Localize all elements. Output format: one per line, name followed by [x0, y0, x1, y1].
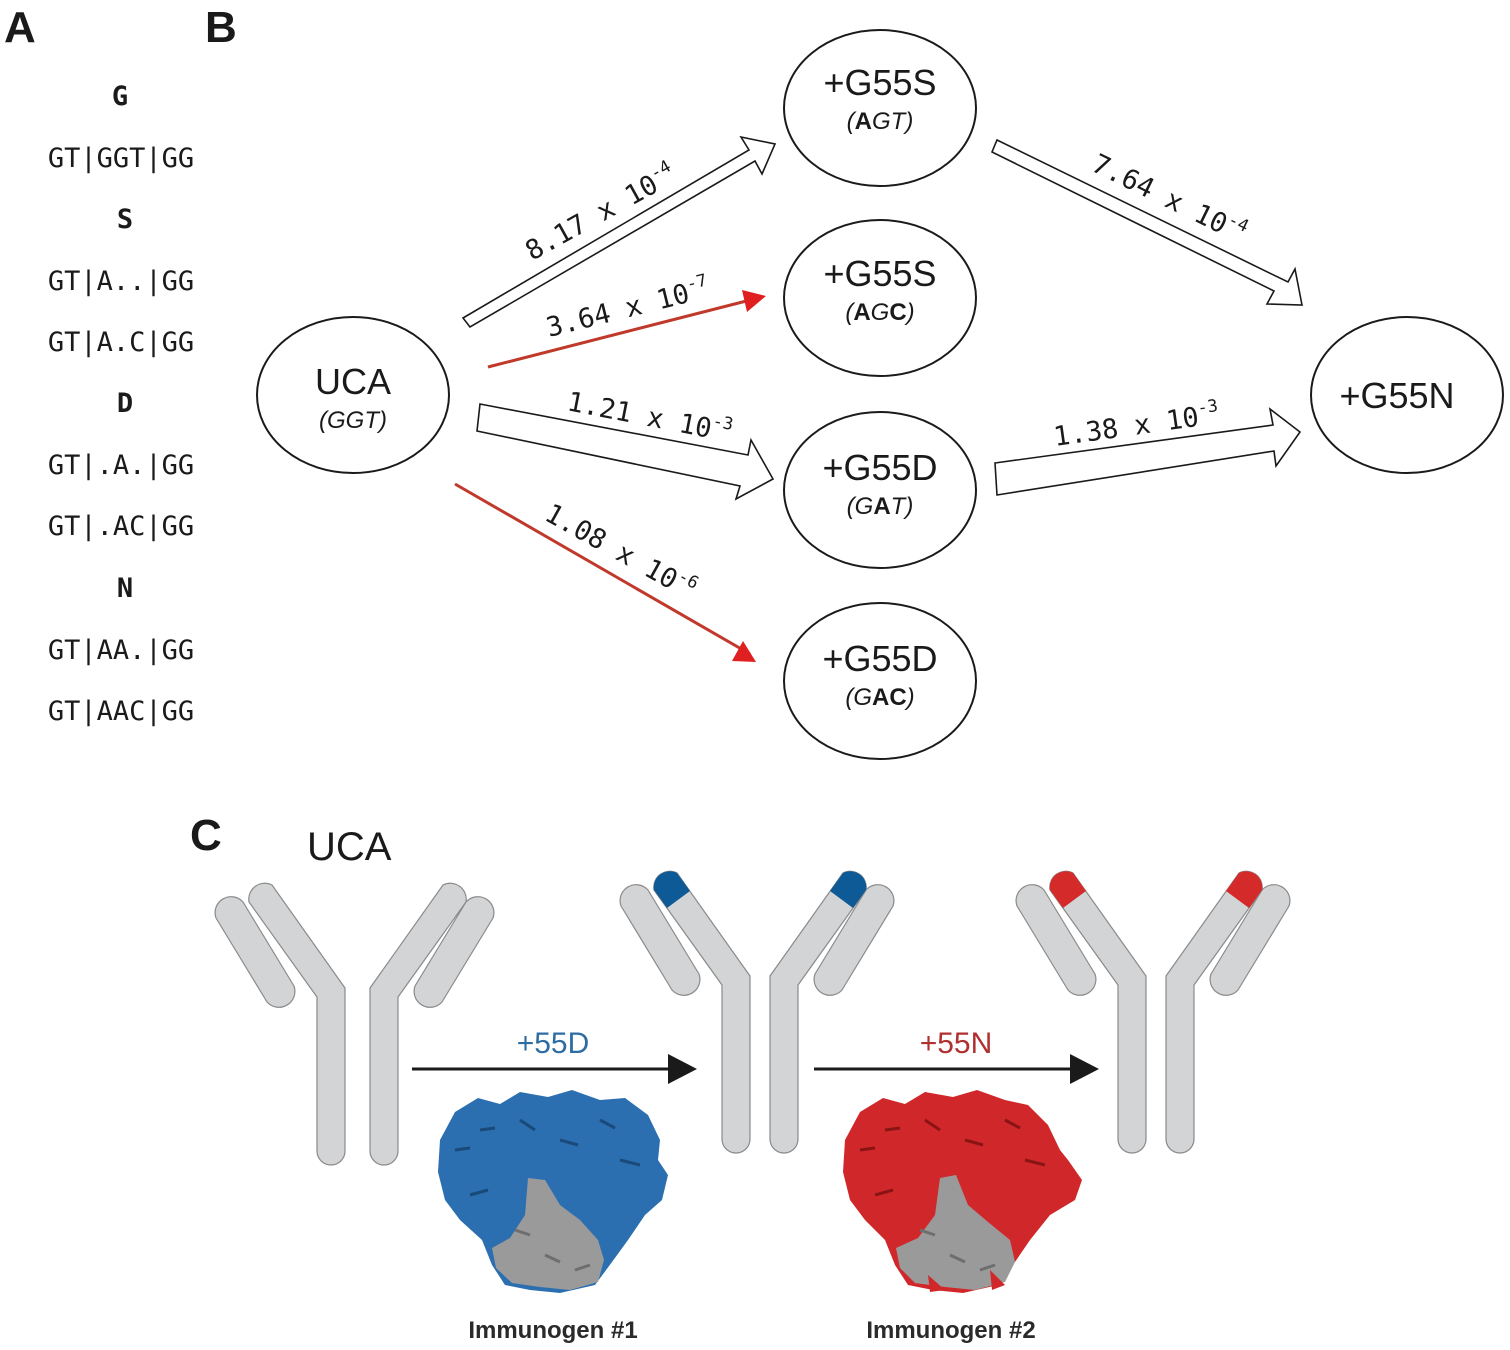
- panel-c-uca-label: UCA: [307, 825, 392, 869]
- panel-c-letter: C: [190, 811, 222, 860]
- antibody-uca: [214, 882, 495, 1166]
- node-g55s-agc-label: +G55S: [823, 253, 936, 294]
- arrow-uca-to-g55d-gac: [454, 482, 751, 656]
- antibody-55d-tip-left: [653, 871, 690, 908]
- node-uca-codon: (GGT): [319, 407, 387, 434]
- immunogen-2-label: Immunogen #2: [866, 1317, 1035, 1344]
- node-g55d-gac-label: +G55D: [822, 638, 937, 679]
- antibody-55d: [619, 870, 895, 1154]
- arrow-uca-to-g55s-agt: [461, 135, 777, 329]
- step-arrow-2-head: [1070, 1054, 1099, 1084]
- aa-header-n: N: [117, 573, 133, 604]
- codon-row: GT|AAC|GG: [48, 696, 194, 727]
- immunogen-2-structure: [843, 1090, 1082, 1293]
- panel-a-letter: A: [4, 3, 36, 52]
- codon-row: GT|.AC|GG: [48, 511, 194, 542]
- node-g55s-agt-codon: (AGT): [847, 108, 914, 135]
- codon-row: GT|GGT|GG: [48, 143, 194, 174]
- immunogen-1-structure: [438, 1090, 668, 1293]
- aa-header-d: D: [117, 388, 133, 419]
- step-arrow-1-head: [668, 1054, 697, 1084]
- step1-label: +55D: [517, 1027, 590, 1060]
- arrow-g55s-agt-to-g55n: [990, 138, 1303, 306]
- antibody-55d-tip-right: [830, 871, 867, 908]
- rate-uca-to-g55d-gac: 1.08 x 10-6: [540, 495, 702, 606]
- node-g55n-label: +G55N: [1339, 375, 1454, 416]
- aa-header-g: G: [112, 81, 128, 112]
- arrow-uca-to-g55d-gat: [476, 403, 775, 501]
- antibody-55n-tip-right: [1226, 871, 1263, 908]
- node-g55d-gat-codon: (GAT): [847, 493, 914, 520]
- codon-row: GT|A..|GG: [48, 266, 194, 297]
- node-g55d-gat-label: +G55D: [822, 447, 937, 488]
- antibody-55n: [1015, 870, 1291, 1154]
- codon-row: GT|.A.|GG: [48, 450, 194, 481]
- node-g55d-gac-codon: (GAC): [845, 684, 914, 711]
- node-uca: UCA (GGT): [256, 316, 450, 474]
- panel-a-alignment: G GT|GGT|GG S GT|A..|GG GT|A.C|GG D GT|.…: [48, 81, 194, 727]
- codon-row: GT|AA.|GG: [48, 635, 194, 666]
- node-g55s-agt: +G55S (AGT): [783, 29, 977, 187]
- arrow-g55d-gat-to-g55n: [994, 407, 1302, 496]
- arrowhead-uca-to-g55s-agc: [742, 290, 766, 312]
- node-g55d-gac: +G55D (GAC): [783, 602, 977, 760]
- node-g55s-agc: +G55S (AGC): [783, 219, 977, 377]
- aa-header-s: S: [117, 204, 133, 235]
- arrow-uca-to-g55s-agc: [487, 295, 763, 369]
- node-g55s-agc-codon: (AGC): [845, 299, 914, 326]
- codon-row: GT|A.C|GG: [48, 327, 194, 358]
- node-g55s-agt-label: +G55S: [823, 62, 936, 103]
- immunogen-1-label: Immunogen #1: [468, 1317, 637, 1344]
- arrowhead-uca-to-g55d-gac: [732, 641, 756, 662]
- panel-b-letter: B: [205, 3, 237, 52]
- step2-label: +55N: [920, 1027, 993, 1060]
- node-uca-label: UCA: [315, 361, 391, 402]
- node-g55d-gat: +G55D (GAT): [783, 411, 977, 569]
- antibody-55n-tip-left: [1049, 871, 1086, 908]
- node-g55n: +G55N: [1310, 316, 1504, 474]
